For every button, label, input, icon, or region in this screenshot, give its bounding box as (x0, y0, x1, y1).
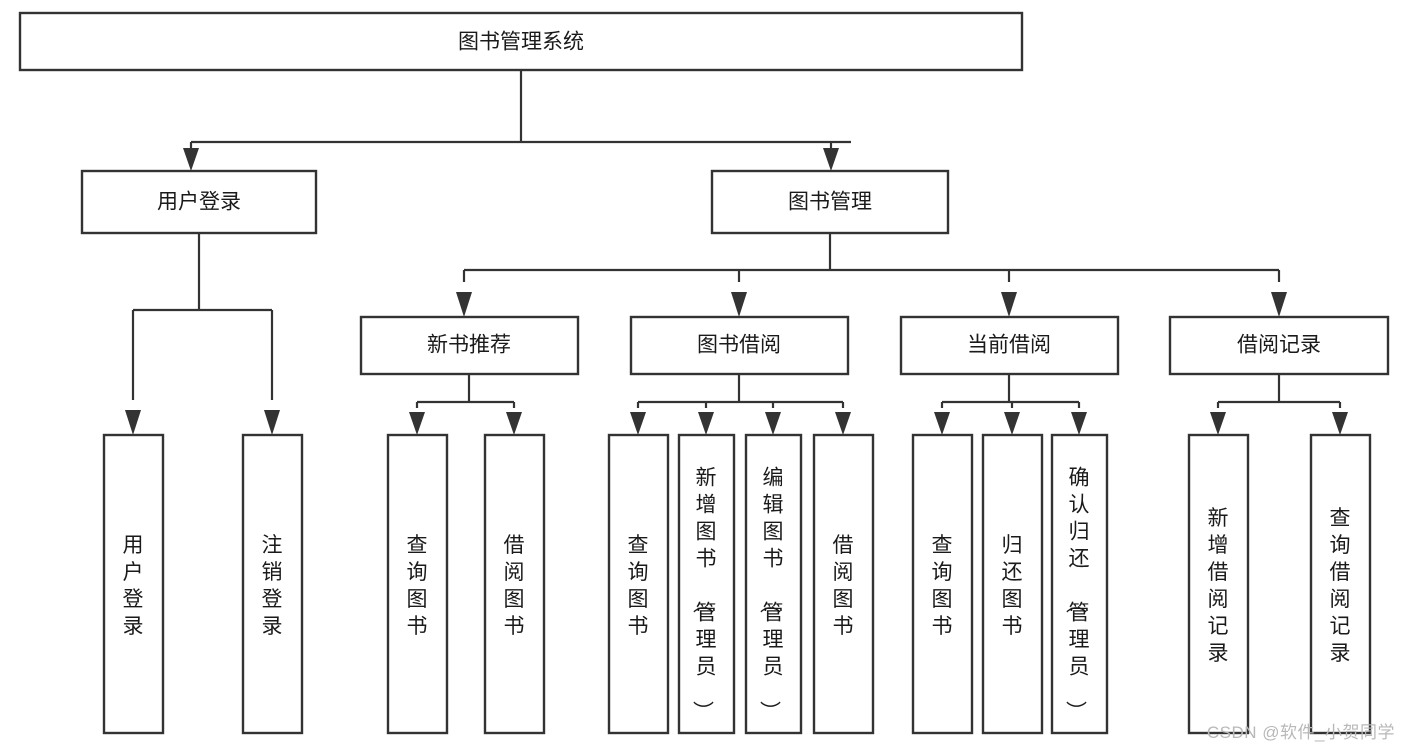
arrow-root-to-user-login (183, 148, 199, 171)
node-leaf-logout-login-box[interactable] (241, 433, 304, 735)
node-root-label: 图书管理系统 (458, 31, 584, 54)
node-leaf-return-book-label: 归还图书 (1002, 534, 1023, 638)
node-leaf-add-book-label: 新增图书（管理员） (691, 467, 717, 722)
node-leaf-query-record-box[interactable] (1309, 433, 1372, 735)
node-leaf-query-book-3-label: 查询图书 (932, 534, 953, 638)
arrow-to-leaf-query-book-3 (934, 412, 950, 435)
node-leaf-query-book-3[interactable]: 查询图书 (911, 433, 974, 735)
node-borrow-record[interactable]: 借阅记录 (1168, 315, 1390, 376)
arrow-to-leaf-logout-login (264, 410, 280, 435)
node-leaf-query-book-3-box[interactable] (911, 433, 974, 735)
node-leaf-borrow-book-1-label: 借阅图书 (504, 534, 525, 638)
node-leaf-query-book-2-box[interactable] (607, 433, 670, 735)
node-book-manage-box[interactable] (710, 169, 950, 235)
node-user-login-box[interactable] (80, 169, 318, 235)
arrow-to-leaf-borrow-book-1 (506, 412, 522, 435)
node-leaf-borrow-book-2-box[interactable] (812, 433, 875, 735)
node-leaf-borrow-book-1-box[interactable] (483, 433, 546, 735)
node-leaf-add-record[interactable]: 新增借阅记录 (1187, 433, 1250, 735)
node-leaf-query-record-label: 查询借阅记录 (1330, 507, 1351, 665)
node-book-manage[interactable]: 图书管理 (710, 169, 950, 235)
node-current-borrow-label: 当前借阅 (967, 334, 1051, 357)
arrow-to-leaf-add-book (698, 412, 714, 435)
node-leaf-query-book-1[interactable]: 查询图书 (386, 433, 449, 735)
node-leaf-add-book[interactable]: 新增图书（管理员） (677, 433, 736, 735)
node-leaf-user-login-box[interactable] (102, 433, 165, 735)
node-leaf-logout-login-label: 注销登录 (262, 534, 283, 638)
node-leaf-user-login-label: 用户登录 (123, 534, 144, 638)
arrow-to-leaf-edit-book (765, 412, 781, 435)
node-leaf-query-book-2-label: 查询图书 (628, 534, 649, 638)
node-leaf-query-book-1-box[interactable] (386, 433, 449, 735)
node-user-login-label: 用户登录 (157, 191, 241, 214)
connector-layer (125, 70, 1348, 435)
node-leaf-query-book-1-label: 查询图书 (407, 534, 428, 638)
arrow-to-current-borrow (1001, 292, 1017, 317)
node-leaf-user-login[interactable]: 用户登录 (102, 433, 165, 735)
arrow-to-leaf-query-book-1 (409, 412, 425, 435)
node-leaf-add-record-label: 新增借阅记录 (1208, 507, 1229, 665)
node-borrow-record-label: 借阅记录 (1237, 334, 1321, 357)
node-current-borrow[interactable]: 当前借阅 (899, 315, 1120, 376)
node-leaf-borrow-book-2[interactable]: 借阅图书 (812, 433, 875, 735)
node-user-login[interactable]: 用户登录 (80, 169, 318, 235)
node-leaf-return-book-box[interactable] (981, 433, 1044, 735)
node-book-borrow-label: 图书借阅 (697, 334, 781, 357)
node-leaf-borrow-book-2-label: 借阅图书 (833, 534, 854, 638)
node-new-book-recommend-label: 新书推荐 (427, 334, 511, 357)
node-leaf-confirm-return-box[interactable] (1050, 433, 1109, 735)
arrow-to-leaf-user-login (125, 410, 141, 435)
node-leaf-return-book[interactable]: 归还图书 (981, 433, 1044, 735)
node-leaf-edit-book-label: 编辑图书（管理员） (758, 467, 784, 722)
node-leaf-query-record[interactable]: 查询借阅记录 (1309, 433, 1372, 735)
arrow-to-leaf-query-record (1332, 412, 1348, 435)
arrow-to-leaf-query-book-2 (630, 412, 646, 435)
node-new-book-recommend-box[interactable] (359, 315, 580, 376)
node-leaf-edit-book-box[interactable] (744, 433, 803, 735)
arrow-to-book-borrow (731, 292, 747, 317)
node-leaf-logout-login[interactable]: 注销登录 (241, 433, 304, 735)
arrow-root-to-book-manage (823, 148, 839, 171)
node-leaf-query-book-2[interactable]: 查询图书 (607, 433, 670, 735)
arrow-to-leaf-borrow-book-2 (835, 412, 851, 435)
arrow-to-leaf-add-record (1210, 412, 1226, 435)
node-book-borrow-box[interactable] (629, 315, 850, 376)
node-root-box[interactable] (18, 11, 1024, 72)
arrow-to-borrow-record (1271, 292, 1287, 317)
node-root[interactable]: 图书管理系统 (18, 11, 1024, 72)
node-new-book-recommend[interactable]: 新书推荐 (359, 315, 580, 376)
node-current-borrow-box[interactable] (899, 315, 1120, 376)
node-leaf-add-book-box[interactable] (677, 433, 736, 735)
node-leaf-confirm-return-label: 确认归还（管理员） (1064, 467, 1090, 722)
node-leaf-confirm-return[interactable]: 确认归还（管理员） (1050, 433, 1109, 735)
arrow-to-leaf-return-book (1004, 412, 1020, 435)
node-borrow-record-box[interactable] (1168, 315, 1390, 376)
arrow-to-new-book-recommend (456, 292, 472, 317)
node-leaf-borrow-book-1[interactable]: 借阅图书 (483, 433, 546, 735)
node-book-manage-label: 图书管理 (788, 191, 872, 214)
node-leaf-edit-book[interactable]: 编辑图书（管理员） (744, 433, 803, 735)
node-leaf-add-record-box[interactable] (1187, 433, 1250, 735)
arrow-to-leaf-confirm-return (1071, 412, 1087, 435)
node-book-borrow[interactable]: 图书借阅 (629, 315, 850, 376)
